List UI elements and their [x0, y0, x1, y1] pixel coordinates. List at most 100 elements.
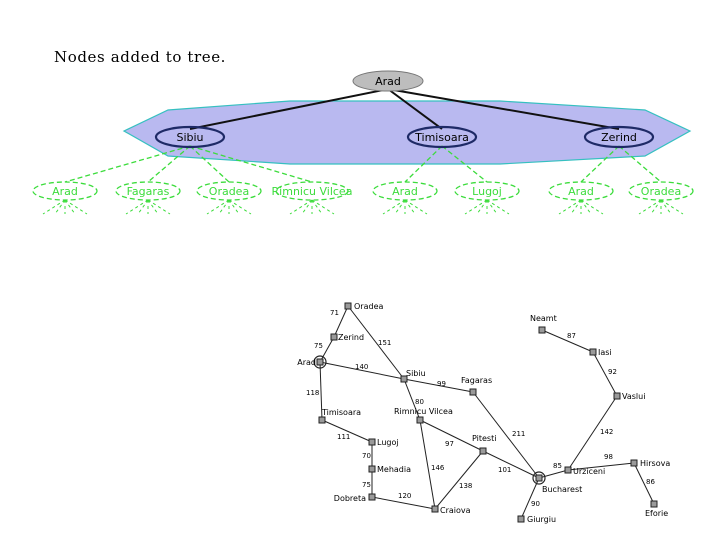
road-iasi-neamt	[541, 329, 594, 353]
city-vaslui-marker	[613, 392, 621, 400]
tree-child-6-label: Arad	[568, 185, 594, 198]
tree-node-root	[352, 70, 424, 92]
city-giurgiu-label: Giurgiu	[527, 515, 556, 524]
tree-child-5-stub-0	[464, 199, 488, 215]
road-sibiu-rimnicu	[403, 378, 421, 421]
road-fagaras-bucharest	[472, 391, 540, 479]
road-iasi-neamt-distance: 87	[567, 332, 576, 340]
road-timisoara-lugoj	[321, 419, 373, 443]
road-craiova-pitesti-distance: 138	[459, 482, 472, 490]
city-mehadia-marker	[368, 465, 376, 473]
tree-child-0-stub-0	[42, 199, 66, 215]
city-hirsova-marker	[630, 459, 638, 467]
tree-edge-sibiu-arad	[64, 145, 191, 183]
city-giurgiu-marker	[517, 515, 525, 523]
tree-edge-sibiu-oradea	[189, 145, 230, 183]
tree-child-1-stub-3	[147, 199, 159, 215]
city-eforie-label: Eforie	[645, 509, 668, 518]
tree-node-sibiu	[154, 125, 226, 149]
road-dobreta-craiova-distance: 120	[398, 492, 411, 500]
tree-child-4-stub-3	[404, 199, 416, 215]
tree-node-root-label: Arad	[375, 75, 401, 88]
road-mehadia-dobreta-distance: 75	[362, 481, 371, 489]
tree-edge-root-zerind	[387, 88, 620, 130]
tree-child-5-stub-4	[486, 199, 510, 215]
city-neamt-label: Neamt	[530, 314, 557, 323]
city-lugoj-label: Lugoj	[377, 438, 399, 447]
city-pitesti-marker	[479, 447, 487, 455]
road-bucharest-urziceni	[538, 469, 569, 479]
road-sibiu-rimnicu-distance: 80	[415, 398, 424, 406]
tree-child-1-stub-0	[125, 199, 149, 215]
tree-child-4-stub-0	[382, 199, 406, 215]
road-vaslui-iasi	[592, 351, 618, 397]
tree-child-0-stub-1	[54, 199, 66, 215]
road-bucharest-giurgiu	[520, 477, 540, 520]
tree-child-5-label: Lugoj	[472, 185, 502, 198]
tree-child-7-stub-1	[650, 199, 662, 215]
road-pitesti-bucharest	[482, 450, 540, 479]
road-oradea-zerind	[333, 305, 349, 338]
city-urziceni-marker	[564, 466, 572, 474]
road-zerind-arad-distance: 75	[314, 342, 323, 350]
tree-child-3-rimnicu-vilcea	[275, 181, 349, 201]
tree-child-5-stub-1	[476, 199, 488, 215]
city-zerind-label: Zerind	[338, 333, 364, 342]
tree-child-4-stub-4	[404, 199, 428, 215]
road-rimnicu-pitesti-distance: 97	[445, 440, 454, 448]
road-zerind-arad	[319, 336, 335, 363]
tree-child-2-stub-1	[218, 199, 230, 215]
city-dobreta-label: Dobreta	[334, 494, 366, 503]
city-rimnicu-marker	[416, 416, 424, 424]
tree-child-0-label: Arad	[52, 185, 78, 198]
tree-child-6-stub-0	[558, 199, 582, 215]
tree-node-timisoara-label: Timisoara	[414, 131, 469, 144]
tree-child-1-label: Fagaras	[127, 185, 170, 198]
tree-edge-zerind-arad	[580, 145, 620, 183]
tree-child-7-stub-3	[660, 199, 672, 215]
city-urziceni-label: Urziceni	[573, 467, 605, 476]
city-timisoara-label: Timisoara	[321, 408, 361, 417]
tree-child-3-stub-3	[311, 199, 323, 215]
city-iasi-label: Iasi	[598, 348, 612, 357]
slide-title: Nodes added to tree.	[54, 48, 227, 66]
road-rimnicu-craiova	[419, 419, 436, 510]
city-lugoj-marker	[368, 438, 376, 446]
road-fagaras-bucharest-distance: 211	[512, 430, 525, 438]
road-arad-timisoara	[319, 361, 323, 421]
road-rimnicu-pitesti	[419, 419, 484, 452]
city-fagaras-marker	[469, 388, 477, 396]
tree-node-zerind-label: Zerind	[601, 131, 637, 144]
tree-child-2-stub-3	[228, 199, 240, 215]
city-iasi-marker	[589, 348, 597, 356]
road-oradea-sibiu	[347, 305, 405, 380]
city-craiova-label: Craiova	[440, 506, 471, 515]
city-arad-marker	[316, 358, 324, 366]
tree-node-sibiu-label: Sibiu	[176, 131, 203, 144]
road-hirsova-eforie-distance: 86	[646, 478, 655, 486]
city-zerind-marker	[330, 333, 338, 341]
tree-child-2-stub-4	[228, 199, 252, 215]
tree-child-7-label: Oradea	[641, 185, 681, 198]
road-sibiu-fagaras	[403, 378, 474, 393]
tree-edge-sibiu-fagaras	[147, 145, 191, 183]
tree-edge-timisoara-arad	[404, 145, 443, 183]
road-arad-sibiu-distance: 140	[355, 363, 368, 371]
tree-child-7-stub-0	[638, 199, 662, 215]
tree-child-3-stub-1	[301, 199, 313, 215]
tree-child-6-stub-4	[580, 199, 604, 215]
road-craiova-pitesti	[434, 450, 484, 510]
tree-child-0-stub-4	[64, 199, 88, 215]
city-bucharest-label: Bucharest	[542, 485, 582, 494]
city-pitesti-label: Pitesti	[472, 434, 496, 443]
road-urziceni-vaslui-distance: 142	[600, 428, 613, 436]
city-timisoara-marker	[318, 416, 326, 424]
road-pitesti-bucharest-distance: 101	[498, 466, 511, 474]
road-bucharest-urziceni-distance: 85	[553, 462, 562, 470]
tree-edge-sibiu-rimnicu-vilcea	[189, 145, 313, 183]
road-arad-timisoara-distance: 118	[306, 389, 319, 397]
road-urziceni-hirsova-distance: 98	[604, 453, 613, 461]
road-oradea-zerind-distance: 71	[330, 309, 339, 317]
